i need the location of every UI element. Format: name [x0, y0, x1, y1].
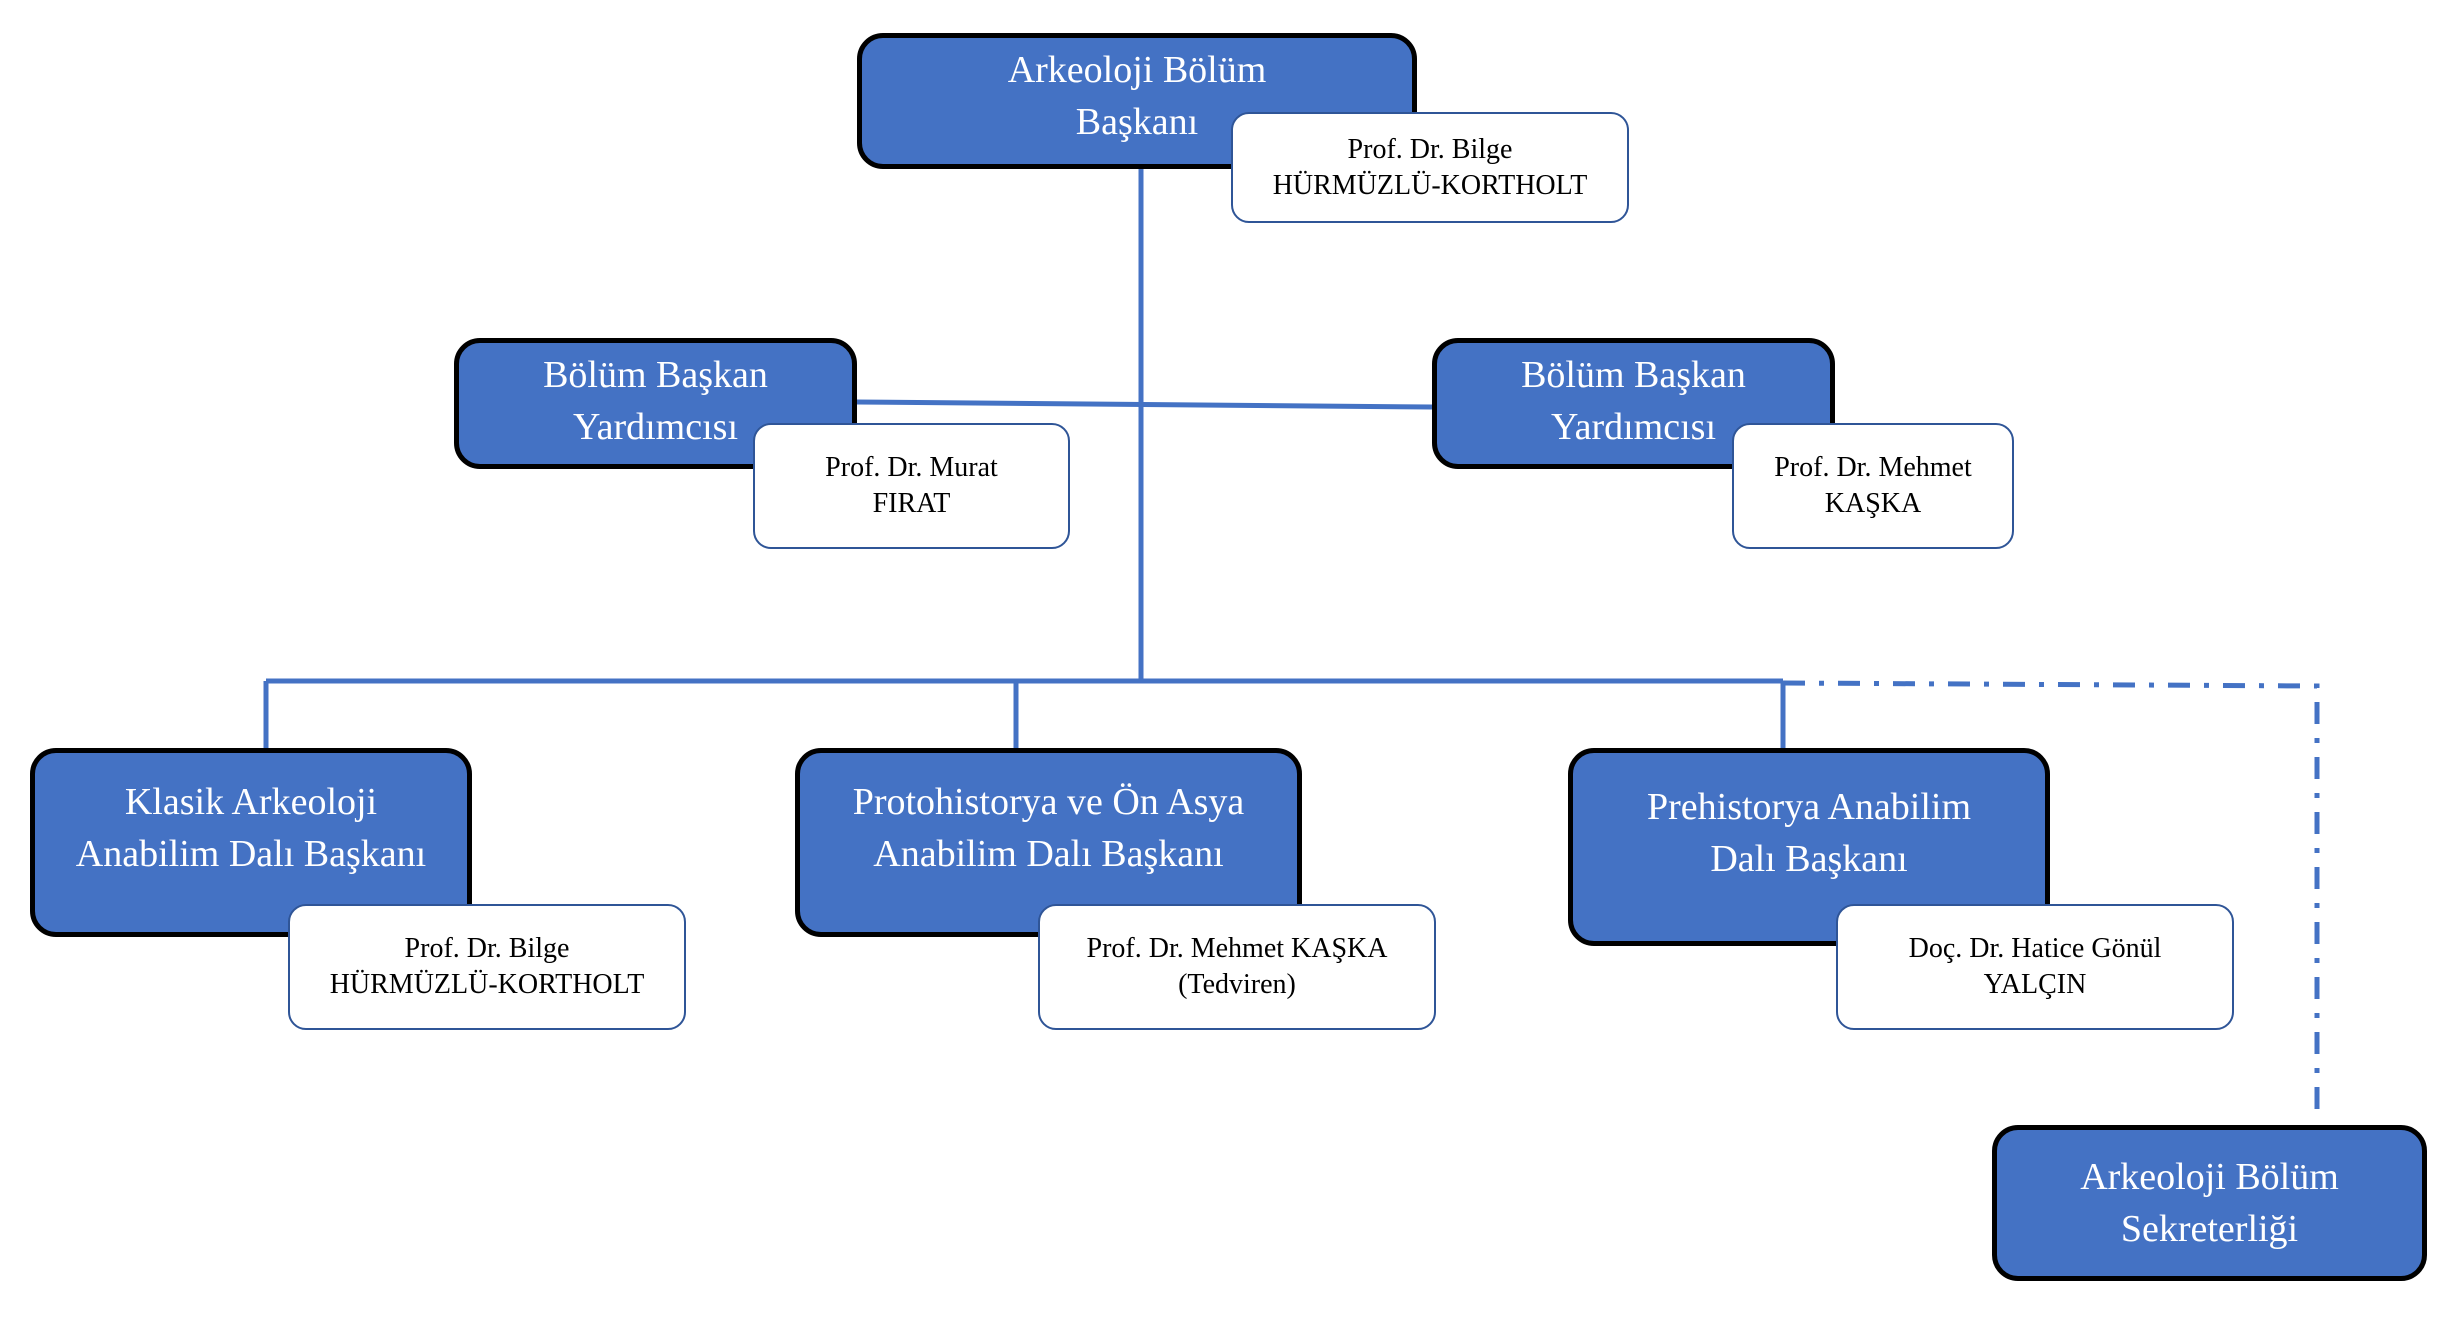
dept-protohistorya-person-box: Prof. Dr. Mehmet KAŞKA (Tedviren)	[1038, 904, 1436, 1030]
head-title: Arkeoloji Bölüm Başkanı	[1007, 49, 1267, 143]
deputy-connector	[855, 399, 1433, 410]
deputy-right-person-name: Prof. Dr. Mehmet KAŞKA	[1774, 452, 1972, 519]
dept-prehistorya-person-box: Doç. Dr. Hatice Gönül YALÇIN	[1836, 904, 2234, 1030]
dept-klasik-person-box: Prof. Dr. Bilge HÜRMÜZLÜ-KORTHOLT	[288, 904, 686, 1030]
secretariat-dashdot-connector	[1782, 680, 2320, 1110]
dept-prehistorya-title: Prehistorya Anabilim Dalı Başkanı	[1646, 786, 1972, 880]
deputy-left-person-box: Prof. Dr. Murat FIRAT	[753, 423, 1070, 549]
head-person-box: Prof. Dr. Bilge HÜRMÜZLÜ-KORTHOLT	[1231, 112, 1629, 223]
deputy-left-title: Bölüm Başkan Yardımcısı	[543, 353, 768, 448]
dept-protohistorya-person-name: Prof. Dr. Mehmet KAŞKA (Tedviren)	[1086, 933, 1388, 1000]
dept-klasik-title: Klasik Arkeoloji Anabilim Dalı Başkanı	[75, 780, 427, 875]
secretariat-title: Arkeoloji Bölüm Sekreterliği	[2080, 1156, 2339, 1250]
deputy-right-box: Bölüm Başkan Yardımcısı	[1432, 338, 1835, 469]
deputy-right-person-box: Prof. Dr. Mehmet KAŞKA	[1732, 423, 2014, 549]
deputy-left-person-name: Prof. Dr. Murat FIRAT	[825, 452, 998, 519]
dept-protohistorya-title: Protohistorya ve Ön Asya Anabilim Dalı B…	[852, 780, 1245, 875]
dept-klasik-person-name: Prof. Dr. Bilge HÜRMÜZLÜ-KORTHOLT	[329, 933, 645, 1000]
head-person-name: Prof. Dr. Bilge HÜRMÜZLÜ-KORTHOLT	[1272, 133, 1588, 201]
head-of-department-box: Arkeoloji Bölüm Başkanı	[857, 33, 1417, 169]
dept-prehistorya-person-name: Doç. Dr. Hatice Gönül YALÇIN	[1908, 933, 2162, 1000]
secretariat-box: Arkeoloji Bölüm Sekreterliği	[1992, 1125, 2427, 1281]
deputy-right-title: Bölüm Başkan Yardımcısı	[1521, 353, 1746, 448]
